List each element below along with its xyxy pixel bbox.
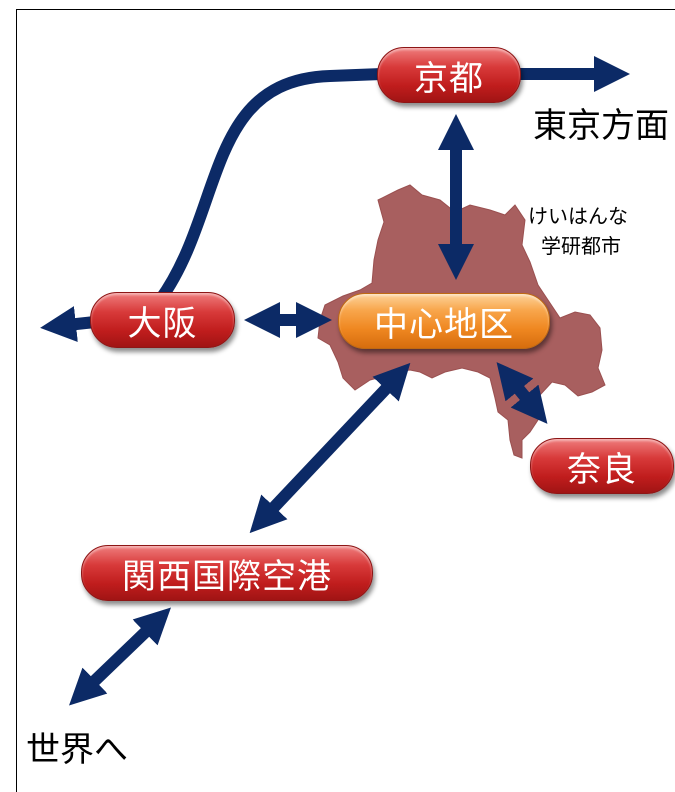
node-nara: 奈良 (530, 438, 674, 494)
node-kyoto: 京都 (377, 47, 521, 103)
diagram-frame (16, 9, 675, 792)
arrow-kix-world (69, 607, 171, 706)
arrow-osaka-kyoto (154, 68, 388, 306)
arrow-osaka-west (40, 306, 96, 342)
arrow-central-nara (496, 362, 548, 424)
node-kix: 関西国際空港 (81, 545, 373, 601)
label-keihanna-line2: 学研都市 (541, 234, 621, 258)
arrow-central-kix (249, 362, 411, 534)
node-central: 中心地区 (338, 293, 550, 349)
label-to-world: 世界へ (26, 730, 128, 770)
label-tokyo-direction: 東京方面 (533, 106, 669, 146)
node-osaka: 大阪 (90, 292, 235, 348)
label-keihanna-line1: けいはんな (528, 204, 628, 228)
